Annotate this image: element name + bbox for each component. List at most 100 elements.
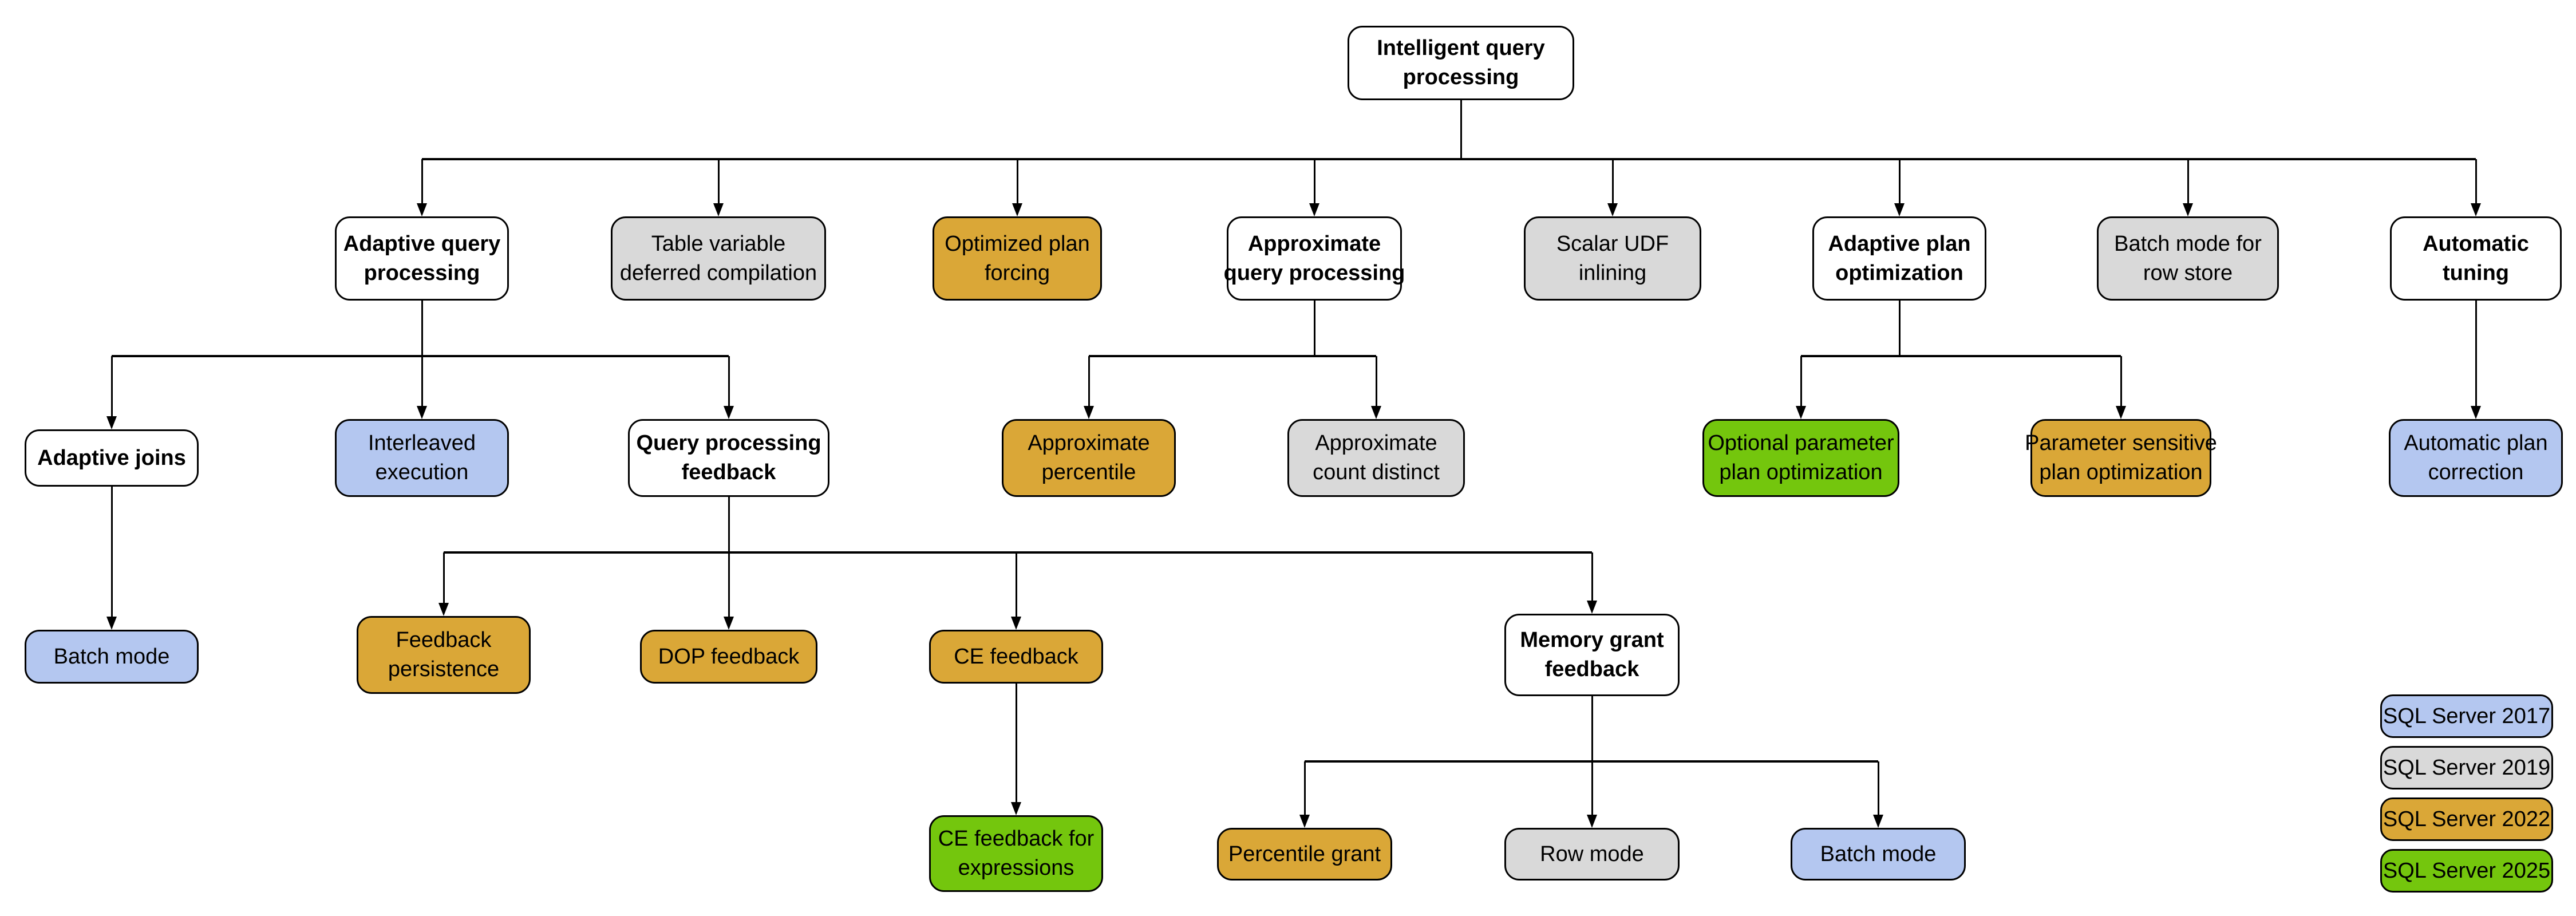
node-automatic-tuning: Automatic tuning	[2390, 216, 2562, 301]
node-dop-feedback: DOP feedback	[640, 630, 817, 684]
connector-line	[1591, 761, 1593, 817]
arrowhead-icon	[2116, 406, 2126, 419]
node-label: Adaptive plan optimization	[1828, 231, 1971, 285]
node-label: Optimized plan forcing	[945, 231, 1090, 285]
node-label: Optional parameter plan optimization	[1708, 431, 1894, 484]
connector-line	[728, 356, 730, 408]
connector-line	[1800, 356, 1802, 408]
legend-item-label: SQL Server 2022	[2383, 807, 2551, 831]
arrowhead-icon	[1309, 203, 1319, 216]
legend-item-label: SQL Server 2019	[2383, 755, 2551, 780]
connector-line	[1088, 356, 1090, 408]
arrowhead-icon	[1012, 203, 1022, 216]
connector-line	[1375, 356, 1377, 408]
node-ce-feedback: CE feedback	[929, 630, 1103, 684]
node-label: Batch mode	[53, 644, 170, 669]
connector-line	[2475, 159, 2477, 206]
connector-line	[110, 356, 113, 418]
node-label: Scalar UDF inlining	[1556, 231, 1669, 285]
node-label: Percentile grant	[1228, 842, 1381, 866]
node-table-variable-deferred-compilation: Table variable deferred compilation	[611, 216, 826, 301]
arrowhead-icon	[1587, 601, 1597, 614]
arrowhead-icon	[417, 203, 427, 216]
node-intelligent-query-processing: Intelligent query processing	[1348, 26, 1574, 100]
node-memory-grant-feedback: Memory grant feedback	[1504, 614, 1680, 696]
node-label: CE feedback	[954, 644, 1078, 669]
node-label: Adaptive query processing	[343, 231, 501, 285]
arrowhead-icon	[1873, 815, 1883, 828]
node-query-processing-feedback: Query processing feedback	[628, 419, 829, 497]
connector-line	[2475, 301, 2477, 408]
connector-line	[1303, 761, 1306, 817]
connector-line	[1591, 696, 1593, 763]
node-adaptive-plan-optimization: Adaptive plan optimization	[1812, 216, 1986, 301]
node-adaptive-joins: Adaptive joins	[25, 429, 199, 487]
arrowhead-icon	[2471, 203, 2481, 216]
arrowhead-icon	[1796, 406, 1806, 419]
arrowhead-icon	[1371, 406, 1381, 419]
connector-line	[717, 159, 720, 206]
node-approximate-count-distinct: Approximate count distinct	[1287, 419, 1465, 497]
node-parameter-sensitive-plan-optimization: Parameter sensitive plan optimization	[2025, 419, 2217, 497]
node-label: Batch mode for row store	[2114, 231, 2262, 285]
connector-line	[1801, 355, 2121, 357]
node-interleaved-execution: Interleaved execution	[335, 419, 509, 497]
connector-line	[112, 355, 729, 357]
legend-item-label: SQL Server 2025	[2383, 858, 2551, 883]
node-label: Table variable deferred compilation	[619, 231, 817, 285]
connector-line	[1313, 159, 1315, 206]
connector-line	[2187, 159, 2189, 206]
node-label: Automatic plan correction	[2404, 431, 2548, 484]
arrowhead-icon	[1587, 815, 1597, 828]
node-optimized-plan-forcing: Optimized plan forcing	[933, 216, 1102, 301]
connector-line	[1015, 552, 1017, 619]
arrowhead-icon	[2183, 203, 2193, 216]
node-label: DOP feedback	[658, 644, 800, 669]
node-label: Parameter sensitive plan optimization	[2025, 431, 2217, 484]
legend-item-2019: SQL Server 2019	[2380, 746, 2553, 789]
legend-item-2022: SQL Server 2022	[2380, 797, 2553, 841]
node-feedback-persistence: Feedback persistence	[357, 616, 531, 694]
connector-line	[1611, 159, 1614, 206]
arrowhead-icon	[1011, 617, 1021, 630]
node-scalar-udf-inlining: Scalar UDF inlining	[1524, 216, 1701, 301]
arrowhead-icon	[1894, 203, 1905, 216]
node-label: Approximate percentile	[1028, 431, 1150, 484]
connector-line	[110, 487, 113, 619]
node-adaptive-query-processing: Adaptive query processing	[335, 216, 509, 301]
legend-item-label: SQL Server 2017	[2383, 704, 2551, 728]
connector-line	[442, 552, 445, 605]
node-label: Batch mode	[1820, 842, 1937, 866]
node-approximate-query-processing: Approximate query processing	[1223, 216, 1405, 301]
node-label: Memory grant feedback	[1520, 628, 1664, 681]
connector-line	[1877, 761, 1879, 817]
legend-item-2017: SQL Server 2017	[2380, 694, 2553, 738]
legend-item-2025: SQL Server 2025	[2380, 849, 2553, 893]
node-batch-mode-for-row-store: Batch mode for row store	[2097, 216, 2279, 301]
connector-line	[728, 552, 730, 619]
node-automatic-plan-correction: Automatic plan correction	[2389, 419, 2563, 497]
arrowhead-icon	[106, 617, 117, 630]
node-ce-feedback-for-expressions: CE feedback for expressions	[929, 815, 1103, 892]
node-percentile-grant: Percentile grant	[1217, 828, 1392, 881]
node-label: Automatic tuning	[2423, 231, 2529, 285]
connector-line	[1089, 355, 1376, 357]
connector-line	[728, 497, 730, 554]
arrowhead-icon	[2471, 406, 2481, 419]
connector-line	[444, 551, 1592, 554]
node-label: Interleaved execution	[368, 431, 476, 484]
connector-line	[2120, 356, 2122, 408]
node-label: Approximate count distinct	[1313, 431, 1440, 484]
connector-line	[421, 301, 423, 357]
node-label: Intelligent query processing	[1377, 36, 1545, 89]
arrowhead-icon	[724, 617, 734, 630]
arrowhead-icon	[417, 406, 427, 419]
node-label: Feedback persistence	[388, 628, 500, 681]
connector-line	[1313, 301, 1315, 357]
node-label: Approximate query processing	[1223, 231, 1405, 285]
node-label: CE feedback for expressions	[938, 827, 1095, 880]
connector-line	[1015, 684, 1017, 804]
connector-line	[1460, 100, 1462, 160]
node-batch-mode-adaptive-joins: Batch mode	[25, 630, 199, 684]
connector-line	[421, 356, 423, 408]
